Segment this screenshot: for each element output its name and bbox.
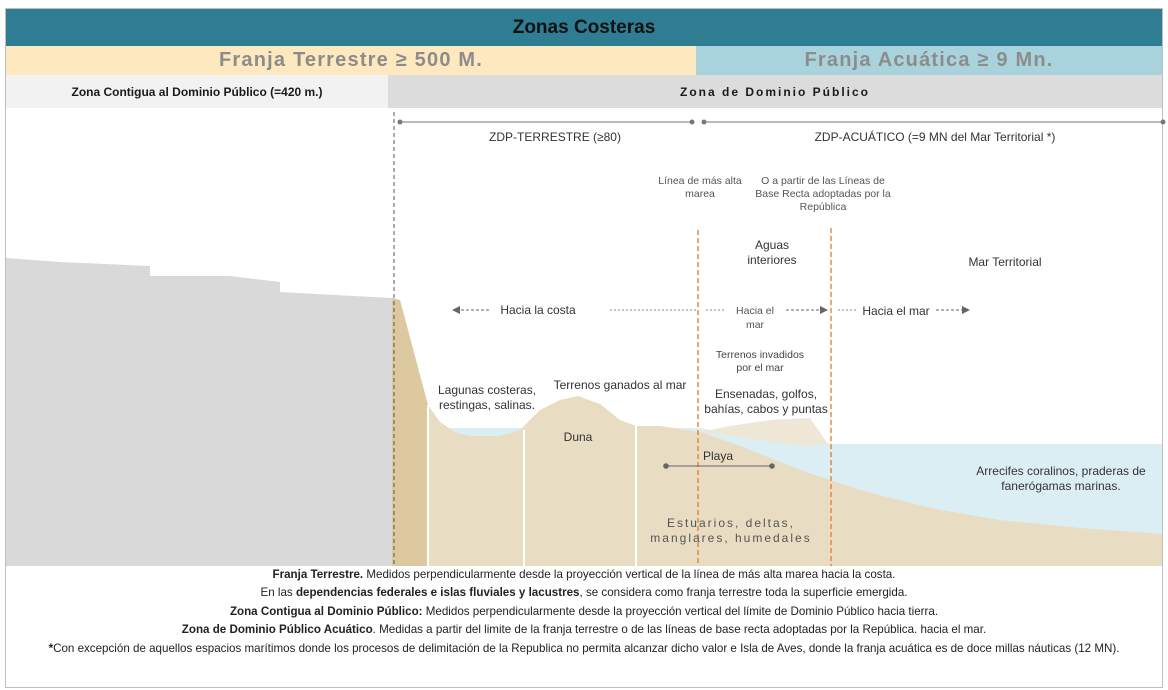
- title-bar: Zonas Costeras: [6, 9, 1162, 46]
- zdp-terrestre-start-dot: [397, 119, 403, 125]
- ensenadas-shape: [700, 418, 828, 446]
- page-title: Zonas Costeras: [512, 16, 656, 38]
- hacia-costa-label: Hacia la costa: [500, 303, 576, 317]
- playa-start-dot: [663, 463, 669, 469]
- franja-terrestre-band: Franja Terrestre ≥ 500 M.: [6, 46, 696, 75]
- zona-dominio-bar: Zona de Dominio Público: [388, 75, 1162, 108]
- franja-acuatica-band: Franja Acuática ≥ 9 Mn.: [696, 46, 1162, 75]
- note-franja-terrestre: Franja Terrestre. Medidos perpendicularm…: [272, 568, 896, 581]
- franja-acuatica-label: Franja Acuática ≥ 9 Mn.: [804, 49, 1054, 71]
- zdp-terrestre-label: ZDP-TERRESTRE (≥80): [489, 130, 621, 144]
- terrenos-ganados-label: Terrenos ganados al mar: [553, 378, 687, 392]
- linea-marea-label: Línea de más alta marea: [658, 175, 742, 200]
- zona-contigua-label: Zona Contigua al Dominio Público (=420 m…: [71, 84, 323, 99]
- estuarios-label: Estuarios, deltas, manglares, humedales: [650, 516, 812, 545]
- duna-label: Duna: [563, 430, 593, 444]
- playa-label: Playa: [702, 449, 734, 463]
- zona-contigua-bar: Zona Contigua al Dominio Público (=420 m…: [6, 75, 388, 108]
- arrecifes-label: Arrecifes coralinos, praderas de faneróg…: [976, 464, 1146, 493]
- note-dominio-acuatico: Zona de Dominio Público Acuático. Medida…: [181, 623, 987, 637]
- lineas-base-label: O a partir de las Líneas de Base Recta a…: [755, 175, 891, 213]
- mar-territorial-label: Mar Territorial: [968, 255, 1042, 269]
- note-dependencias: En las dependencias federales e islas fl…: [260, 586, 908, 600]
- playa-end-dot: [769, 463, 775, 469]
- franja-terrestre-label: Franja Terrestre ≥ 500 M.: [218, 49, 484, 71]
- hacia-mar-arrowhead-1: [820, 306, 828, 314]
- zdp-acuatico-label: ZDP-ACUÁTICO (=9 MN del Mar Territorial …: [814, 130, 1056, 144]
- hacia-mar-arrowhead-2: [962, 306, 970, 314]
- zdp-acuatico-end-dot: [1160, 119, 1166, 125]
- hacia-mar-label-1: Hacia el mar: [736, 305, 774, 331]
- notes-block: Franja Terrestre. Medidos perpendicularm…: [6, 566, 1162, 658]
- zdp-acuatico-start-dot: [701, 119, 707, 125]
- note-excepcion: *Con excepción de aquellos espacios marí…: [48, 641, 1120, 655]
- terrenos-invadidos-label: Terrenos invadidos por el mar: [715, 349, 805, 374]
- note-zona-contigua: Zona Contigua al Dominio Público: Medido…: [229, 604, 939, 618]
- hacia-mar-label-2: Hacia el mar: [862, 304, 930, 318]
- ensenadas-label: Ensenadas, golfos, bahías, cabos y punta…: [704, 387, 828, 416]
- cliff-slope: [392, 298, 428, 566]
- zdp-terrestre-end-dot: [689, 119, 695, 125]
- aguas-interiores-label: Aguas interiores: [747, 238, 797, 267]
- diagram-frame: [5, 8, 1163, 688]
- cliff-landmass: [6, 258, 392, 566]
- sand-terrain: [428, 396, 1162, 566]
- lagunas-label: Lagunas costeras, restingas, salinas.: [437, 383, 537, 412]
- hacia-costa-arrowhead: [452, 306, 460, 314]
- zona-dominio-label: Zona de Dominio Público: [680, 84, 870, 99]
